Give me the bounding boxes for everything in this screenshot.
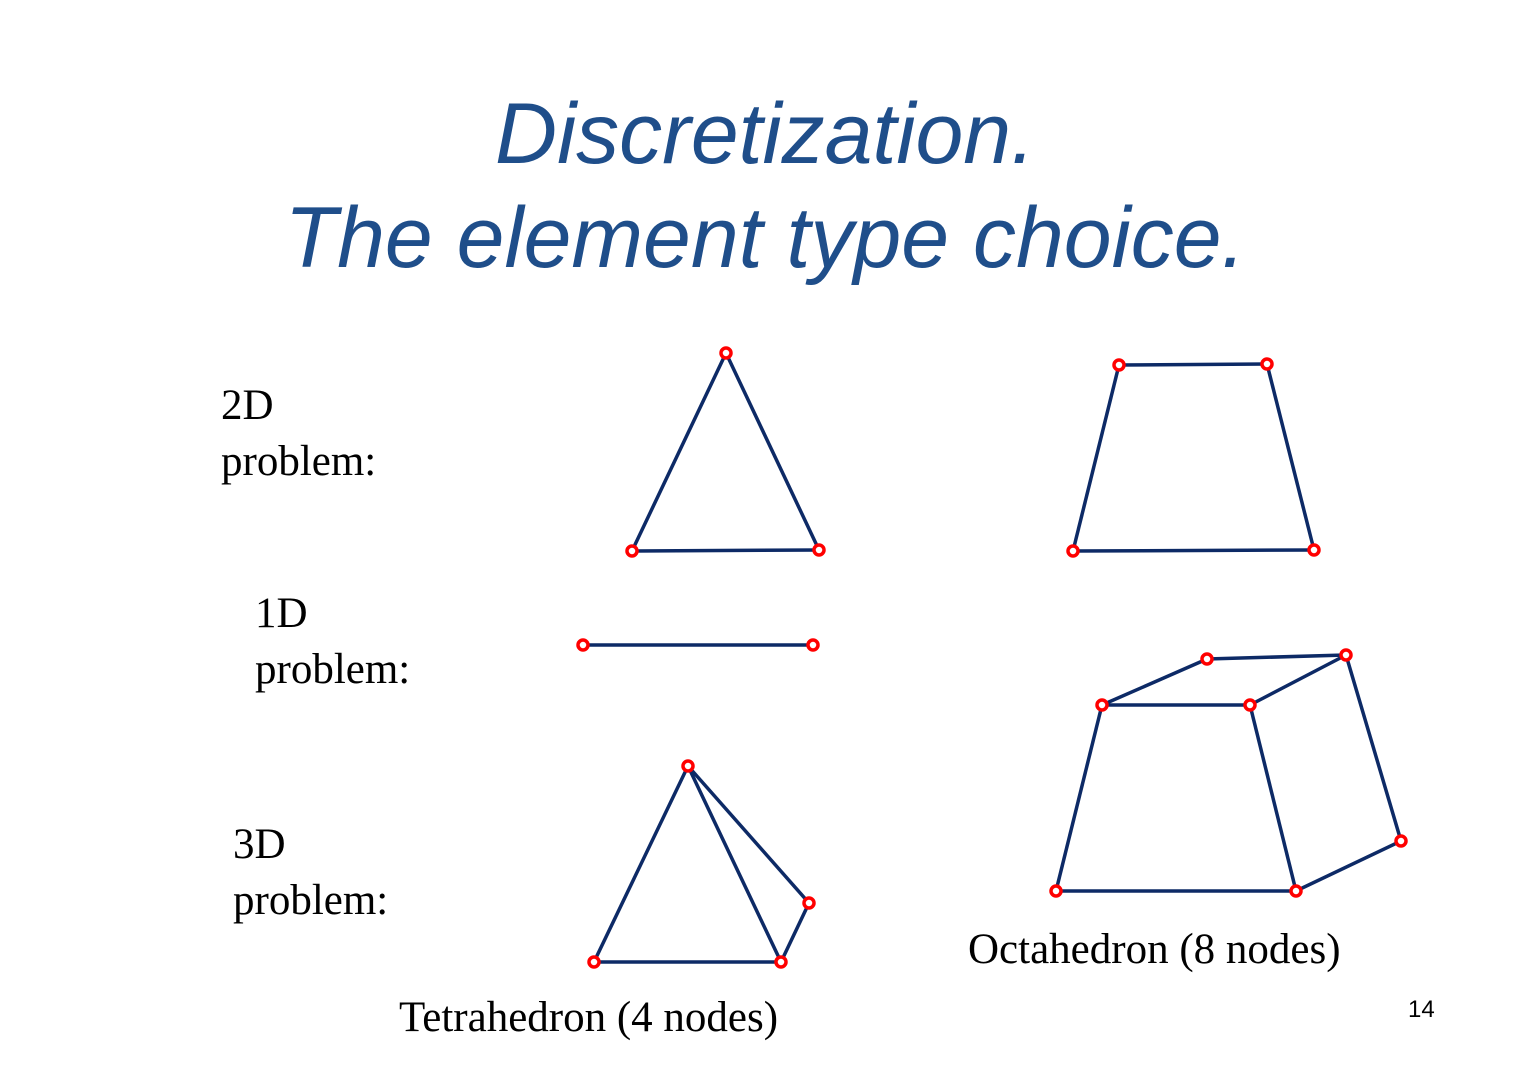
node bbox=[1307, 543, 1321, 557]
octahedron-edge bbox=[1248, 704, 1298, 892]
octahedron-edge bbox=[1054, 704, 1104, 892]
quadrilateral-edge bbox=[1265, 363, 1316, 551]
octahedron-edge bbox=[1101, 657, 1208, 707]
label-3d-line-2: problem: bbox=[233, 877, 389, 924]
triangle-edge bbox=[631, 548, 820, 553]
node bbox=[681, 759, 695, 773]
node bbox=[576, 638, 590, 652]
tetrahedron-edge bbox=[686, 764, 811, 905]
quadrilateral-element bbox=[1071, 362, 1316, 553]
label-1d-line-1: 1D bbox=[255, 590, 308, 637]
node bbox=[774, 955, 788, 969]
title-line-2: The element type choice. bbox=[284, 190, 1246, 286]
caption-tetrahedron: Tetrahedron (4 nodes) bbox=[399, 994, 779, 1041]
node bbox=[1260, 357, 1274, 371]
page-number: 14 bbox=[1408, 996, 1435, 1023]
octahedron-edge bbox=[1206, 653, 1347, 661]
node bbox=[1049, 884, 1063, 898]
octahedron-element bbox=[1054, 653, 1403, 893]
label-1d-line-2: problem: bbox=[255, 646, 411, 693]
node bbox=[1339, 648, 1353, 662]
node bbox=[719, 346, 733, 360]
title-line-1: Discretization. bbox=[494, 86, 1036, 182]
node bbox=[1394, 834, 1408, 848]
node bbox=[1066, 544, 1080, 558]
label-2d-line-1: 2D bbox=[221, 382, 274, 429]
node bbox=[812, 543, 826, 557]
node bbox=[1200, 652, 1214, 666]
quadrilateral-edge bbox=[1072, 548, 1315, 553]
triangle-edge bbox=[630, 352, 728, 552]
tetrahedron-edge bbox=[592, 765, 690, 963]
tetrahedron-edge bbox=[779, 902, 811, 963]
label-3d-line-1: 3D bbox=[233, 821, 286, 868]
slide-title: Discretization. The element type choice. bbox=[0, 82, 1530, 290]
octahedron-edge bbox=[1249, 653, 1347, 707]
node bbox=[1289, 884, 1303, 898]
triangle-edge bbox=[724, 352, 821, 551]
label-1d-problem: 1D problem: bbox=[255, 586, 410, 698]
node bbox=[806, 638, 820, 652]
triangle-element bbox=[630, 352, 821, 553]
node bbox=[625, 544, 639, 558]
node bbox=[1095, 698, 1109, 712]
node bbox=[587, 955, 601, 969]
node bbox=[802, 896, 816, 910]
tetrahedron-edge bbox=[686, 765, 783, 963]
label-2d-line-2: problem: bbox=[221, 438, 377, 485]
quadrilateral-edge bbox=[1071, 364, 1121, 552]
node bbox=[1243, 698, 1257, 712]
tetrahedron-element bbox=[592, 764, 811, 964]
label-3d-problem: 3D problem: bbox=[233, 817, 388, 929]
caption-octahedron: Octahedron (8 nodes) bbox=[968, 926, 1341, 973]
octahedron-edge bbox=[1295, 839, 1402, 893]
quadrilateral-edge bbox=[1118, 362, 1268, 367]
octahedron-edge bbox=[1344, 654, 1403, 842]
label-2d-problem: 2D problem: bbox=[221, 378, 376, 490]
node bbox=[1112, 358, 1126, 372]
